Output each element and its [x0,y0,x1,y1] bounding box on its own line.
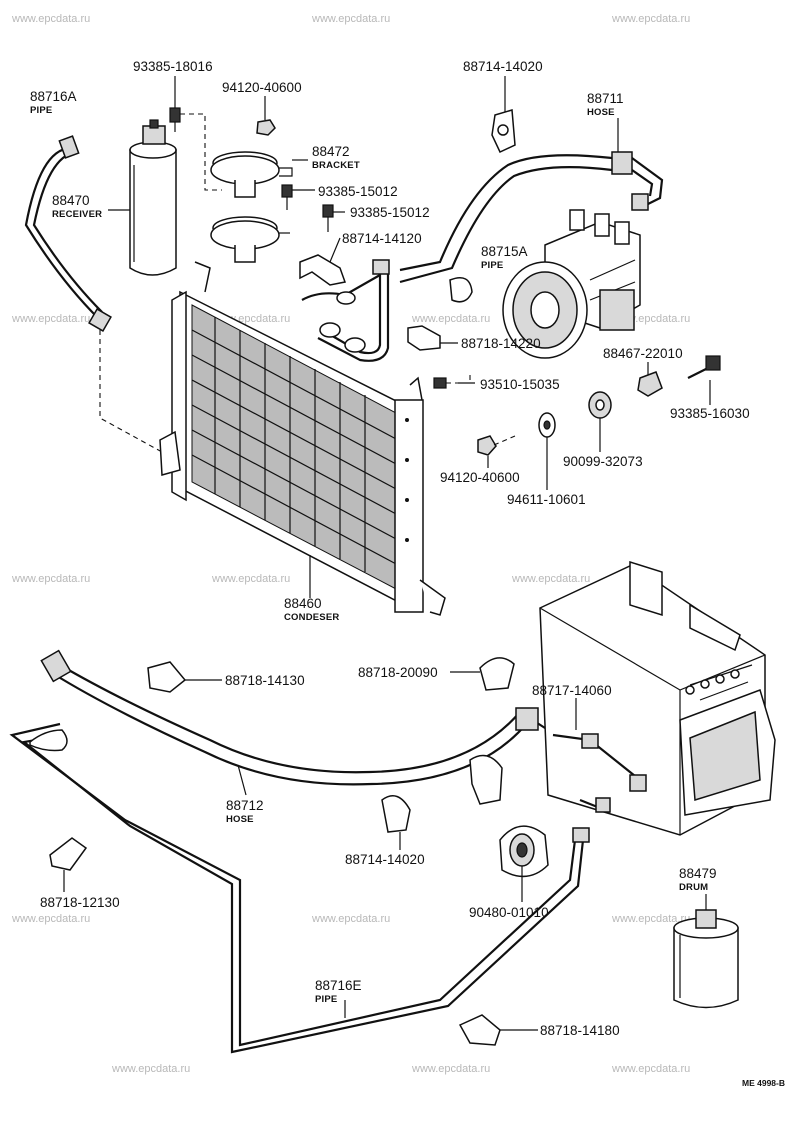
pipe-88715A-drawing [299,254,473,362]
watermark: www.epcdata.ru [611,913,690,925]
callout-part-name: PIPE [315,994,337,1005]
watermark: www.epcdata.ru [111,1063,190,1075]
callout-part-number: 93385-15012 [350,205,430,220]
clamp-88718-14220-drawing [407,325,441,351]
compressor-drawing [502,209,641,359]
callout-part-number: 88467-22010 [603,346,683,361]
callout-part-number: 88472 [312,144,350,159]
grommet-90099-32073-drawing [588,391,612,419]
callout-part-number: 93385-18016 [133,59,213,74]
callout-part-number: 88718-20090 [358,665,438,680]
bracket-88472-drawing [210,151,293,263]
watermark: www.epcdata.ru [611,13,690,25]
callout-part-number: 88718-12130 [40,895,120,910]
callout-part-number: 94611-10601 [507,492,586,507]
diagram-reference: ME 4998-B [742,1078,785,1088]
callout-part-number: 88714-14120 [342,231,422,246]
callout-part-name: HOSE [587,107,615,118]
watermark: www.epcdata.ru [11,913,90,925]
callout-part-name: PIPE [30,105,52,116]
hose-88712-drawing [40,649,546,786]
hose-88711-drawing [399,151,664,284]
callout-part-name: CONDESER [284,612,339,623]
callout-part-number: 88716A [30,89,77,104]
callout-part-name: PIPE [481,260,503,271]
clamp-88714-14020-top-drawing [491,109,516,153]
leader-lines [63,76,711,1031]
callout-part-number: 88718-14130 [225,673,305,688]
callout-part-number: 94120-40600 [440,470,520,485]
nut-94120-40600-top-drawing [256,119,276,136]
condenser-drawing [159,261,446,616]
callout-labels: 93385-18016 94120-40600 88714-14020 8871… [30,59,750,1038]
watermark: www.epcdata.ru [411,313,490,325]
callout-part-number: 88712 [226,798,264,813]
callout-part-number: 90480-01010 [469,905,549,920]
callout-part-number: 93510-15035 [480,377,560,392]
watermark: www.epcdata.ru [511,573,590,585]
callout-part-number: 88716E [315,978,362,993]
callout-part-number: 88711 [587,91,624,106]
watermark: www.epcdata.ru [311,13,390,25]
bolt-93385-16030-drawing [687,355,721,379]
callout-part-number: 88470 [52,193,90,208]
part-88467-22010-drawing [637,371,663,397]
pipe-88716E-drawing [9,722,590,1054]
callout-part-number: 88479 [679,866,717,881]
evaporator-drawing [539,560,776,836]
watermark: www.epcdata.ru [311,913,390,925]
watermark: www.epcdata.ru [611,1063,690,1075]
callout-part-number: 88460 [284,596,322,611]
callout-part-number: 94120-40600 [222,80,302,95]
callout-part-name: HOSE [226,814,254,825]
callout-part-name: BRACKET [312,160,360,171]
callout-part-number: 90099-32073 [563,454,643,469]
callout-part-number: 88714-14020 [345,852,425,867]
callout-part-number: 88714-14020 [463,59,543,74]
bolts-93385-15012-drawing [281,184,334,232]
drum-88479-drawing [673,909,739,1009]
callout-part-number: 93385-15012 [318,184,398,199]
watermark: www.epcdata.ru [411,1063,490,1075]
watermark: www.epcdata.ru [11,573,90,585]
callout-part-number: 88717-14060 [532,683,612,698]
callout-part-number: 88715A [481,244,528,259]
callout-part-name: DRUM [679,882,708,893]
bolt-93385-18016-drawing [169,107,222,191]
bolt-93510-15035-drawing [433,373,471,389]
watermark: www.epcdata.ru [211,573,290,585]
nut-94120-40600-lower-drawing [477,435,516,456]
washer-94611-10601-drawing [538,412,556,438]
callout-part-name: RECEIVER [52,209,102,220]
receiver-drawing [129,119,177,276]
watermark: www.epcdata.ru [11,313,90,325]
grommet-90480-01010-drawing [499,825,549,878]
watermark: www.epcdata.ru [11,13,90,25]
callout-part-number: 93385-16030 [670,406,750,421]
callout-part-number: 88718-14220 [461,336,541,351]
callout-part-number: 88718-14180 [540,1023,620,1038]
clamps-lower-drawing [49,657,515,1046]
pipe-88716A-drawing [24,135,163,453]
